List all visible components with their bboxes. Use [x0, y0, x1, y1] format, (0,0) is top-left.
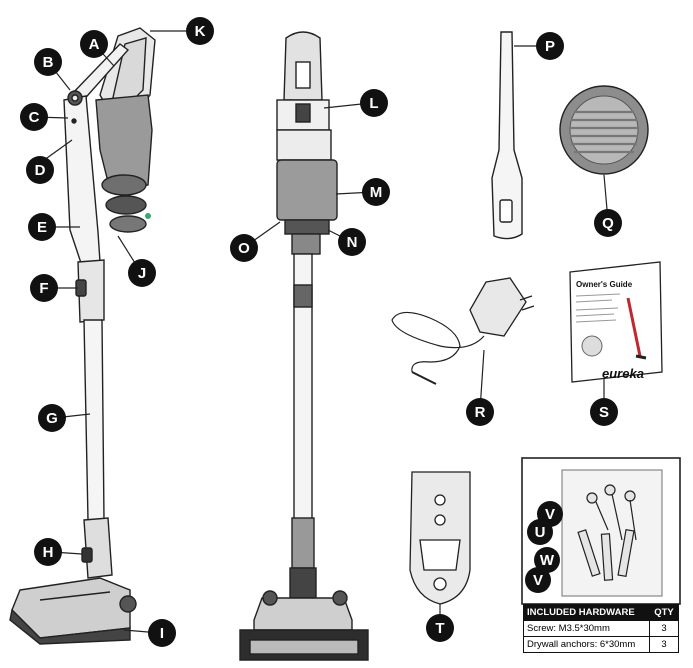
svg-text:S: S	[599, 404, 609, 421]
label-badge-b: B	[34, 48, 62, 76]
svg-text:D: D	[35, 162, 46, 179]
hardware-table-header: INCLUDED HARDWARE	[523, 604, 650, 621]
label-badge-k: K	[186, 17, 214, 45]
table-row: Screw: M3.5*30mm 3	[523, 620, 679, 637]
manual-brand-logo: eureka	[602, 366, 644, 381]
svg-text:G: G	[46, 410, 58, 427]
svg-text:H: H	[43, 544, 54, 561]
svg-text:Q: Q	[602, 215, 614, 232]
svg-text:I: I	[160, 625, 164, 642]
label-badge-a: A	[80, 30, 108, 58]
label-badge-o: O	[230, 234, 258, 262]
hardware-qty-header: QTY	[649, 604, 679, 621]
crevice-tool	[491, 31, 523, 240]
svg-text:M: M	[370, 184, 383, 201]
svg-text:A: A	[89, 36, 100, 53]
svg-text:F: F	[39, 280, 48, 297]
svg-text:B: B	[43, 54, 54, 71]
label-badge-r: R	[466, 398, 494, 426]
svg-text:R: R	[475, 404, 486, 421]
label-badge-t: T	[426, 614, 454, 642]
label-badge-v-lower: V	[525, 567, 551, 593]
svg-text:L: L	[369, 95, 378, 112]
wall-mount-bracket	[409, 471, 471, 605]
svg-text:V: V	[545, 506, 555, 523]
svg-text:W: W	[540, 552, 555, 569]
label-badge-q: Q	[594, 209, 622, 237]
svg-text:P: P	[545, 38, 555, 55]
label-badge-e: E	[28, 213, 56, 241]
svg-text:C: C	[29, 109, 40, 126]
hardware-item: Drywall anchors: 6*30mm	[523, 636, 650, 653]
included-hardware-table: INCLUDED HARDWARE QTY Screw: M3.5*30mm 3…	[523, 604, 679, 653]
svg-text:T: T	[435, 620, 444, 637]
manual-title: Owner's Guide	[576, 280, 633, 289]
label-badge-w: W	[534, 547, 560, 573]
svg-text:O: O	[238, 240, 250, 257]
table-row: Drywall anchors: 6*30mm 3	[523, 636, 679, 653]
vacuum-front-view	[239, 31, 369, 661]
assembled-vacuum-side	[9, 27, 156, 645]
hardware-item: Screw: M3.5*30mm	[523, 620, 650, 637]
hardware-qty: 3	[649, 636, 679, 653]
label-badge-v-upper: V	[537, 501, 563, 527]
filter-disc	[559, 85, 649, 175]
label-badge-l: L	[360, 89, 388, 117]
hardware-qty: 3	[649, 620, 679, 637]
svg-text:K: K	[195, 23, 206, 40]
label-badge-p: P	[536, 32, 564, 60]
label-badge-c: C	[20, 103, 48, 131]
label-badge-m: M	[362, 178, 390, 206]
label-badges: A B C D E F G H I J K L M N O P Q R S T …	[20, 17, 622, 647]
owners-guide-manual: Owner's Guide eureka	[569, 261, 663, 383]
label-badge-g: G	[38, 404, 66, 432]
svg-text:E: E	[37, 219, 47, 236]
svg-text:J: J	[138, 265, 146, 282]
label-badge-h: H	[34, 538, 62, 566]
label-badge-i: I	[148, 619, 176, 647]
label-badge-j: J	[128, 259, 156, 287]
charger-adapter	[391, 277, 535, 385]
label-badge-n: N	[338, 228, 366, 256]
label-badge-f: F	[30, 274, 58, 302]
svg-text:U: U	[535, 524, 546, 541]
svg-text:V: V	[533, 572, 543, 589]
label-badge-s: S	[590, 398, 618, 426]
label-badge-d: D	[26, 156, 54, 184]
svg-text:N: N	[347, 234, 358, 251]
